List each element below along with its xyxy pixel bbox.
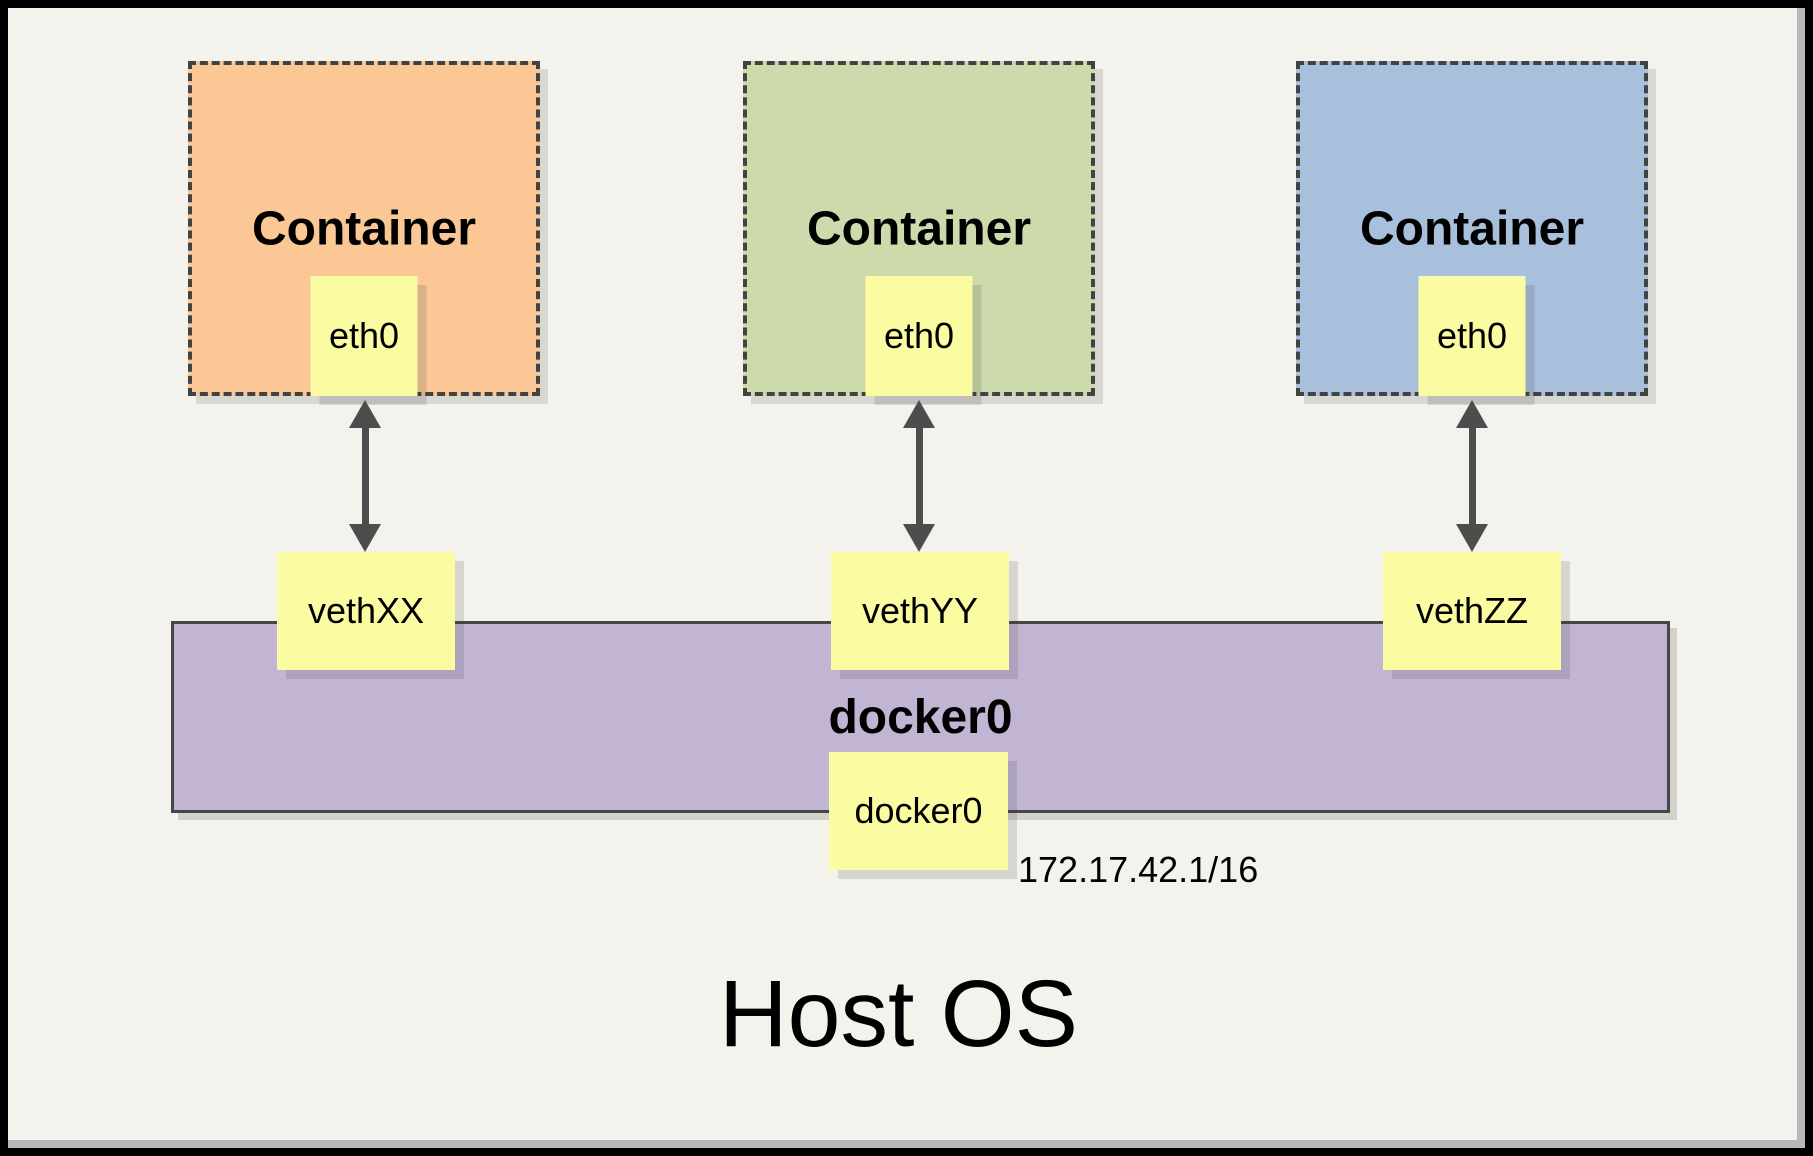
arrow-up-icon [349,400,381,428]
container-box-1: Container eth0 [188,61,540,396]
arrow-up-icon [903,400,935,428]
container-box-3: Container eth0 [1296,61,1648,396]
arrow-down-icon [1456,524,1488,552]
docker0-interface-box: docker0 [829,752,1008,870]
container-title-1: Container [251,202,476,255]
eth0-box-1: eth0 [310,276,418,396]
double-arrow-connector-2 [901,400,937,552]
arrow-down-icon [349,524,381,552]
canvas-edge-right [1797,8,1805,1148]
eth0-box-2: eth0 [865,276,973,396]
veth-box-1: vethXX [277,552,455,670]
container-box-2: Container eth0 [743,61,1095,396]
veth-label-3: vethZZ [1415,590,1529,631]
veth-label-2: vethYY [861,590,979,631]
docker0-interface-label: docker0 [854,790,983,831]
arrow-shaft [1468,428,1476,524]
arrow-down-icon [903,524,935,552]
arrow-shaft [361,428,369,524]
host-os-label: Host OS [719,961,1078,1067]
ip-address-label: 172.17.42.1/16 [1018,849,1259,890]
canvas-edge-bottom [8,1140,1797,1148]
veth-box-2: vethYY [831,552,1009,670]
eth0-label-2: eth0 [883,315,955,356]
eth0-box-3: eth0 [1418,276,1526,396]
host-os-canvas: Container eth0 Container eth0 Container … [8,8,1805,1148]
arrow-shaft [915,428,923,524]
eth0-label-1: eth0 [328,315,400,356]
docker0-bridge-title: docker0 [828,691,1013,744]
eth0-label-3: eth0 [1436,315,1508,356]
arrow-up-icon [1456,400,1488,428]
veth-box-3: vethZZ [1383,552,1561,670]
veth-label-1: vethXX [307,590,425,631]
double-arrow-connector-3 [1454,400,1490,552]
double-arrow-connector-1 [347,400,383,552]
container-title-2: Container [806,202,1031,255]
container-title-3: Container [1359,202,1584,255]
